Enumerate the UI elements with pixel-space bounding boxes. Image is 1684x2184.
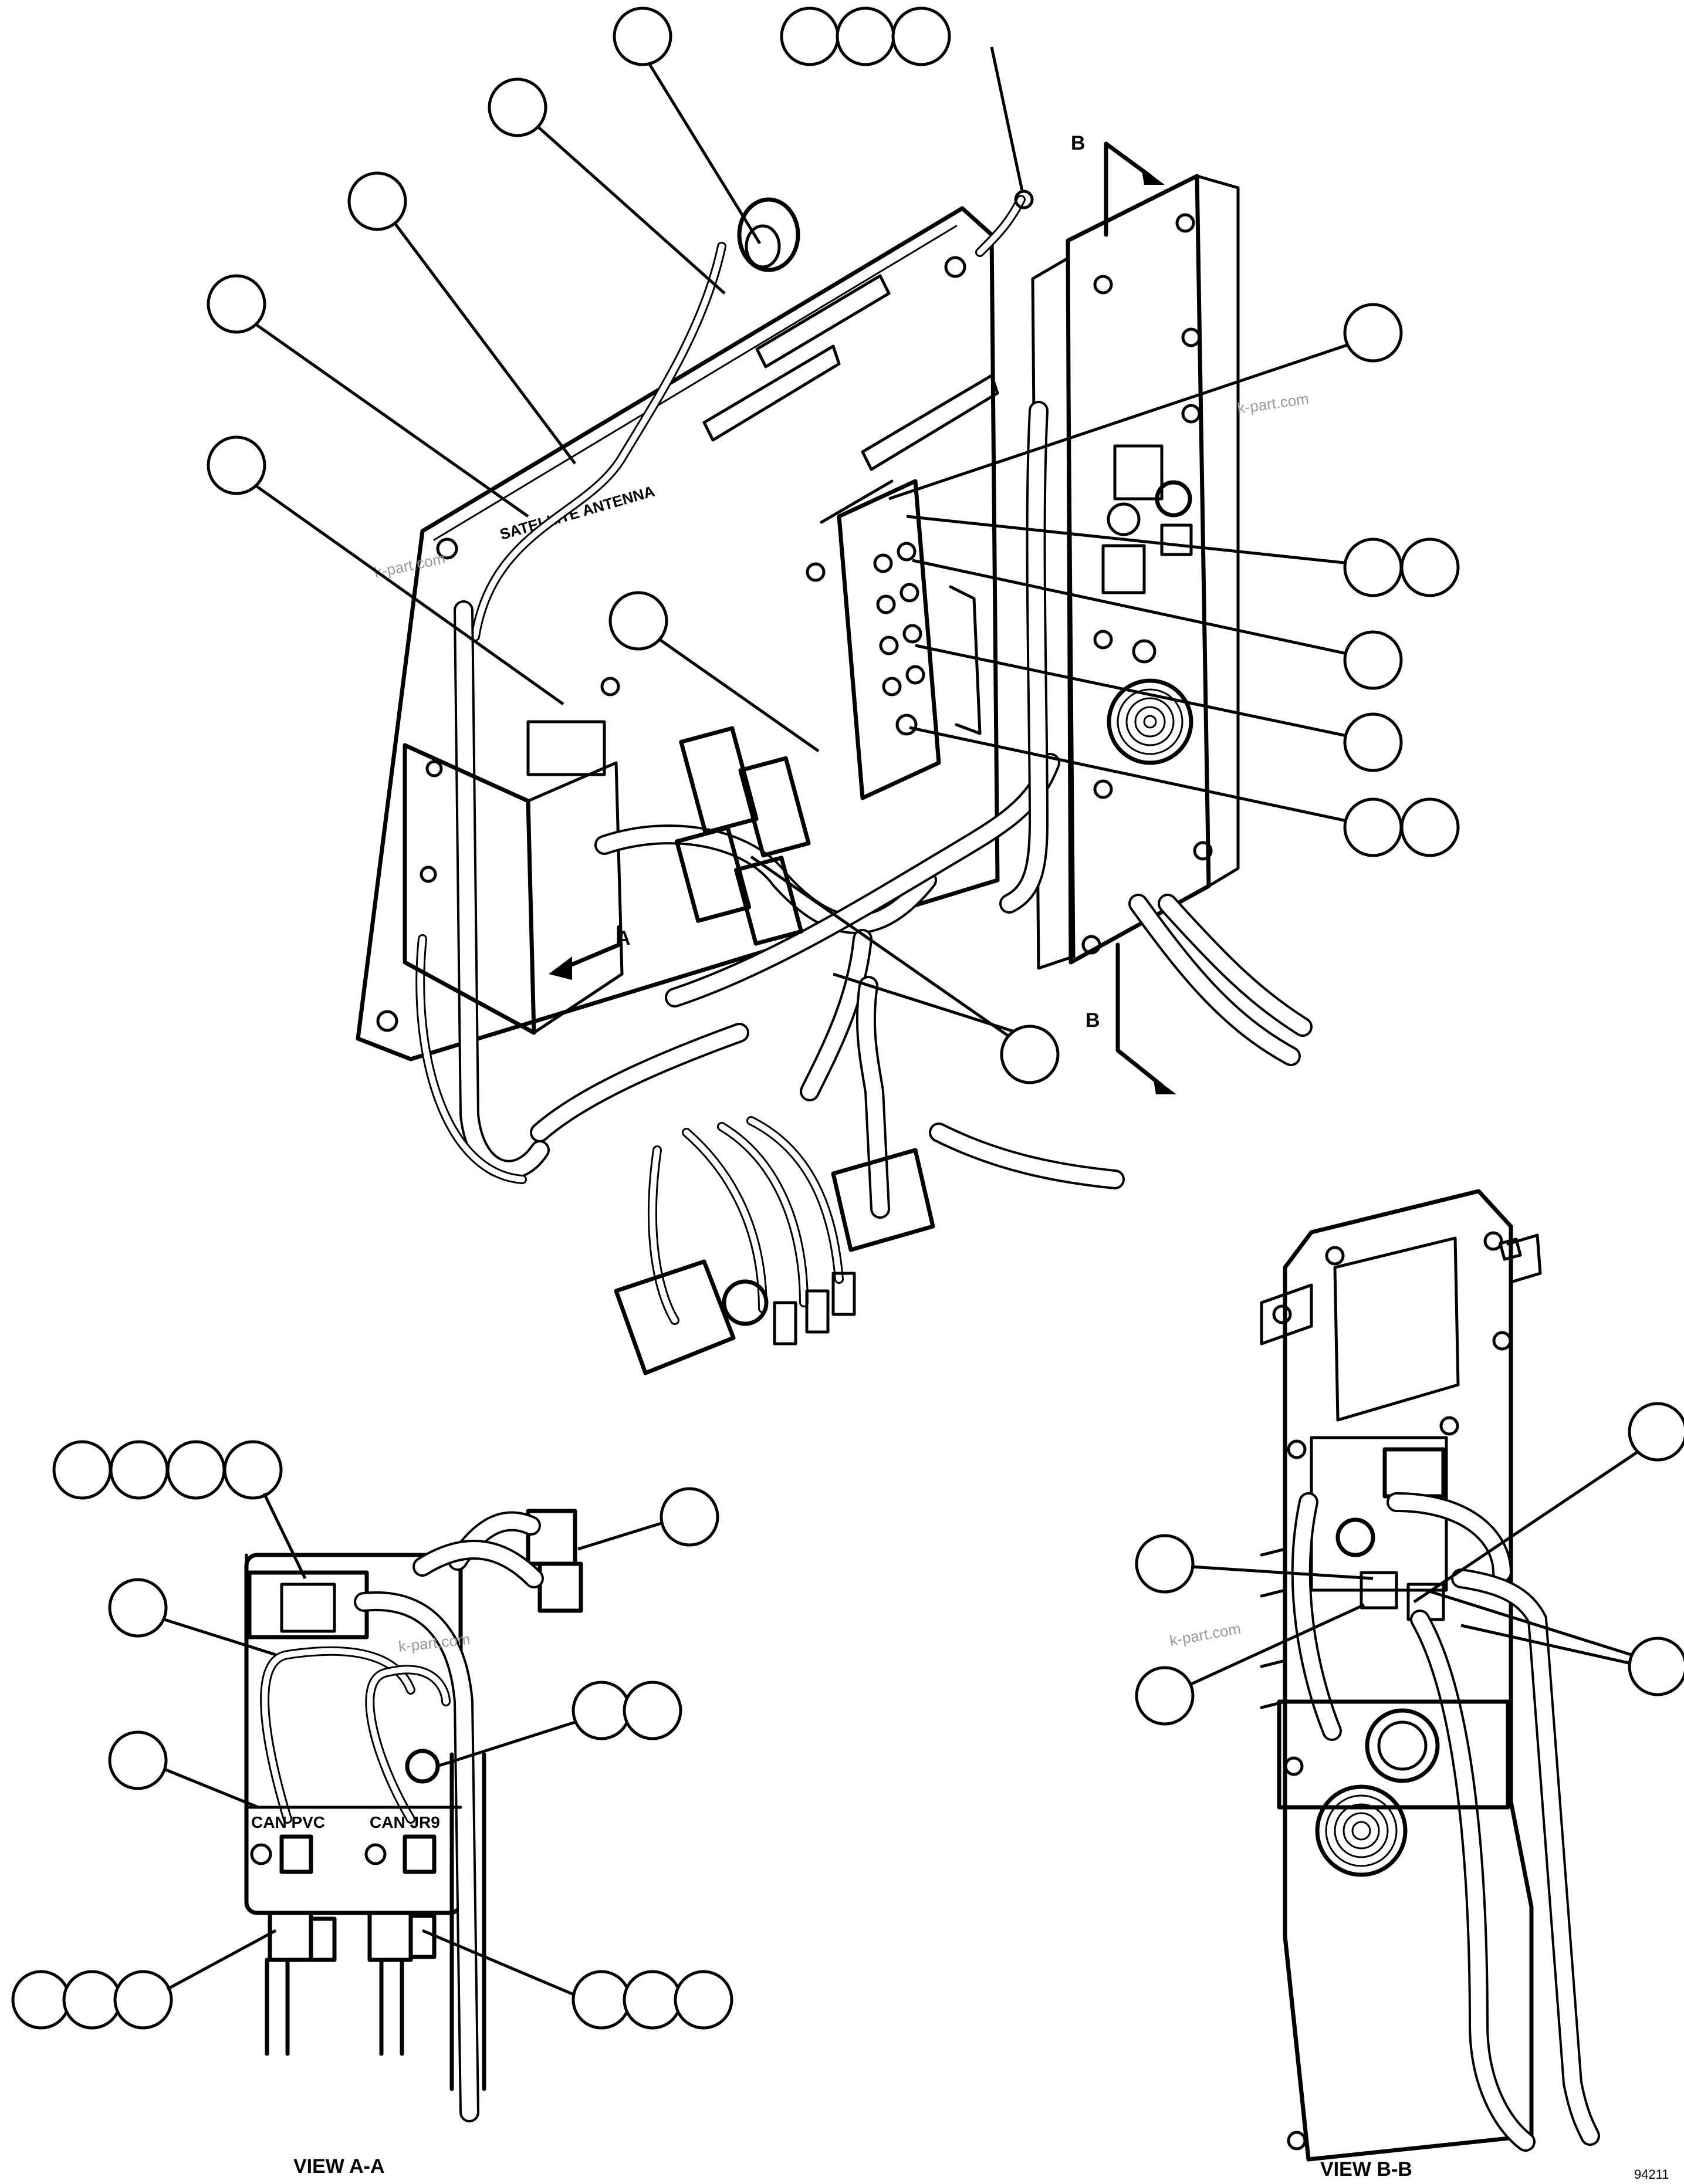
- callout-bubble: [113, 1970, 173, 2030]
- view-b-callouts: [1135, 1402, 1684, 1726]
- relay-blocks: [674, 726, 811, 946]
- callout-bubble: [1400, 537, 1460, 597]
- callout-bubble: [1343, 712, 1403, 772]
- callout-bubble: [52, 1440, 112, 1500]
- callout-bubble: [608, 591, 668, 651]
- callout-bubble: [488, 77, 547, 137]
- callout-bubble: [11, 1970, 71, 2030]
- terminal-block: [837, 479, 982, 800]
- callout-bubble: [207, 435, 266, 495]
- watermark-view-b: k-part.com: [1168, 1620, 1242, 1649]
- callout-bubble: [1000, 1025, 1060, 1084]
- callout-bubble: [1628, 1402, 1684, 1462]
- callout-bubble: [1343, 537, 1403, 597]
- callout-bubble: [108, 1578, 168, 1638]
- watermark-panel: k-part.com: [1236, 390, 1310, 417]
- figure-code: 94211: [1634, 2167, 1669, 2182]
- mounting-plate: [356, 206, 1000, 1061]
- callout-bubble: [108, 1730, 168, 1790]
- callout-bubble: [1343, 797, 1403, 857]
- can-pvc-label: CAN PVC: [251, 1813, 325, 1831]
- callout-bubble: [674, 1970, 733, 2030]
- callout-bubble: [572, 1681, 631, 1740]
- plate-slots: [702, 274, 999, 524]
- callout-bubble: [572, 1970, 631, 2030]
- section-mark-a: A: [616, 927, 631, 949]
- view-a-callouts: [11, 1440, 733, 2030]
- callout-bubble: [613, 6, 672, 66]
- section-mark-b-top: B: [1071, 132, 1086, 154]
- callout-bubble: [166, 1440, 226, 1500]
- callout-bubble: [780, 6, 840, 66]
- callout-bubble: [1135, 1534, 1195, 1594]
- callout-bubble: [1400, 797, 1460, 857]
- plate-bolts: [376, 256, 966, 1032]
- callout-bubble: [891, 6, 951, 66]
- side-panel: [999, 174, 1240, 970]
- callout-bubble: [1628, 1637, 1684, 1696]
- section-mark-b-bottom: B: [1086, 1009, 1100, 1032]
- callout-bubble: [836, 6, 895, 66]
- can-jr9-label: CAN JR9: [370, 1813, 440, 1831]
- callout-bubble: [660, 1487, 719, 1547]
- callout-bubble: [223, 1440, 283, 1500]
- callout-bubble: [1343, 303, 1403, 363]
- callout-bubble: [347, 171, 407, 231]
- view-a-detail: CAN PVC CAN JR9 k-part.com VIEW A-A: [244, 1509, 583, 2178]
- callout-bubble: [1343, 630, 1403, 690]
- view-b-detail: k-part.com VIEW B-B 94211: [1168, 1189, 1669, 2182]
- callout-bubble: [62, 1970, 122, 2030]
- main-assembly: SATELLITE ANTENNA: [356, 132, 1313, 1375]
- bottom-connectors: [614, 1116, 935, 1375]
- callout-bubble: [623, 1681, 682, 1740]
- callout-bubble: [1135, 1666, 1195, 1726]
- callout-bubble: [623, 1970, 682, 2030]
- main-callouts: [207, 6, 1460, 1084]
- callout-bubble: [207, 274, 266, 334]
- view-b-title: VIEW B-B: [1320, 2158, 1412, 2180]
- view-a-title: VIEW A-A: [293, 2155, 385, 2178]
- callout-bubble: [109, 1440, 169, 1500]
